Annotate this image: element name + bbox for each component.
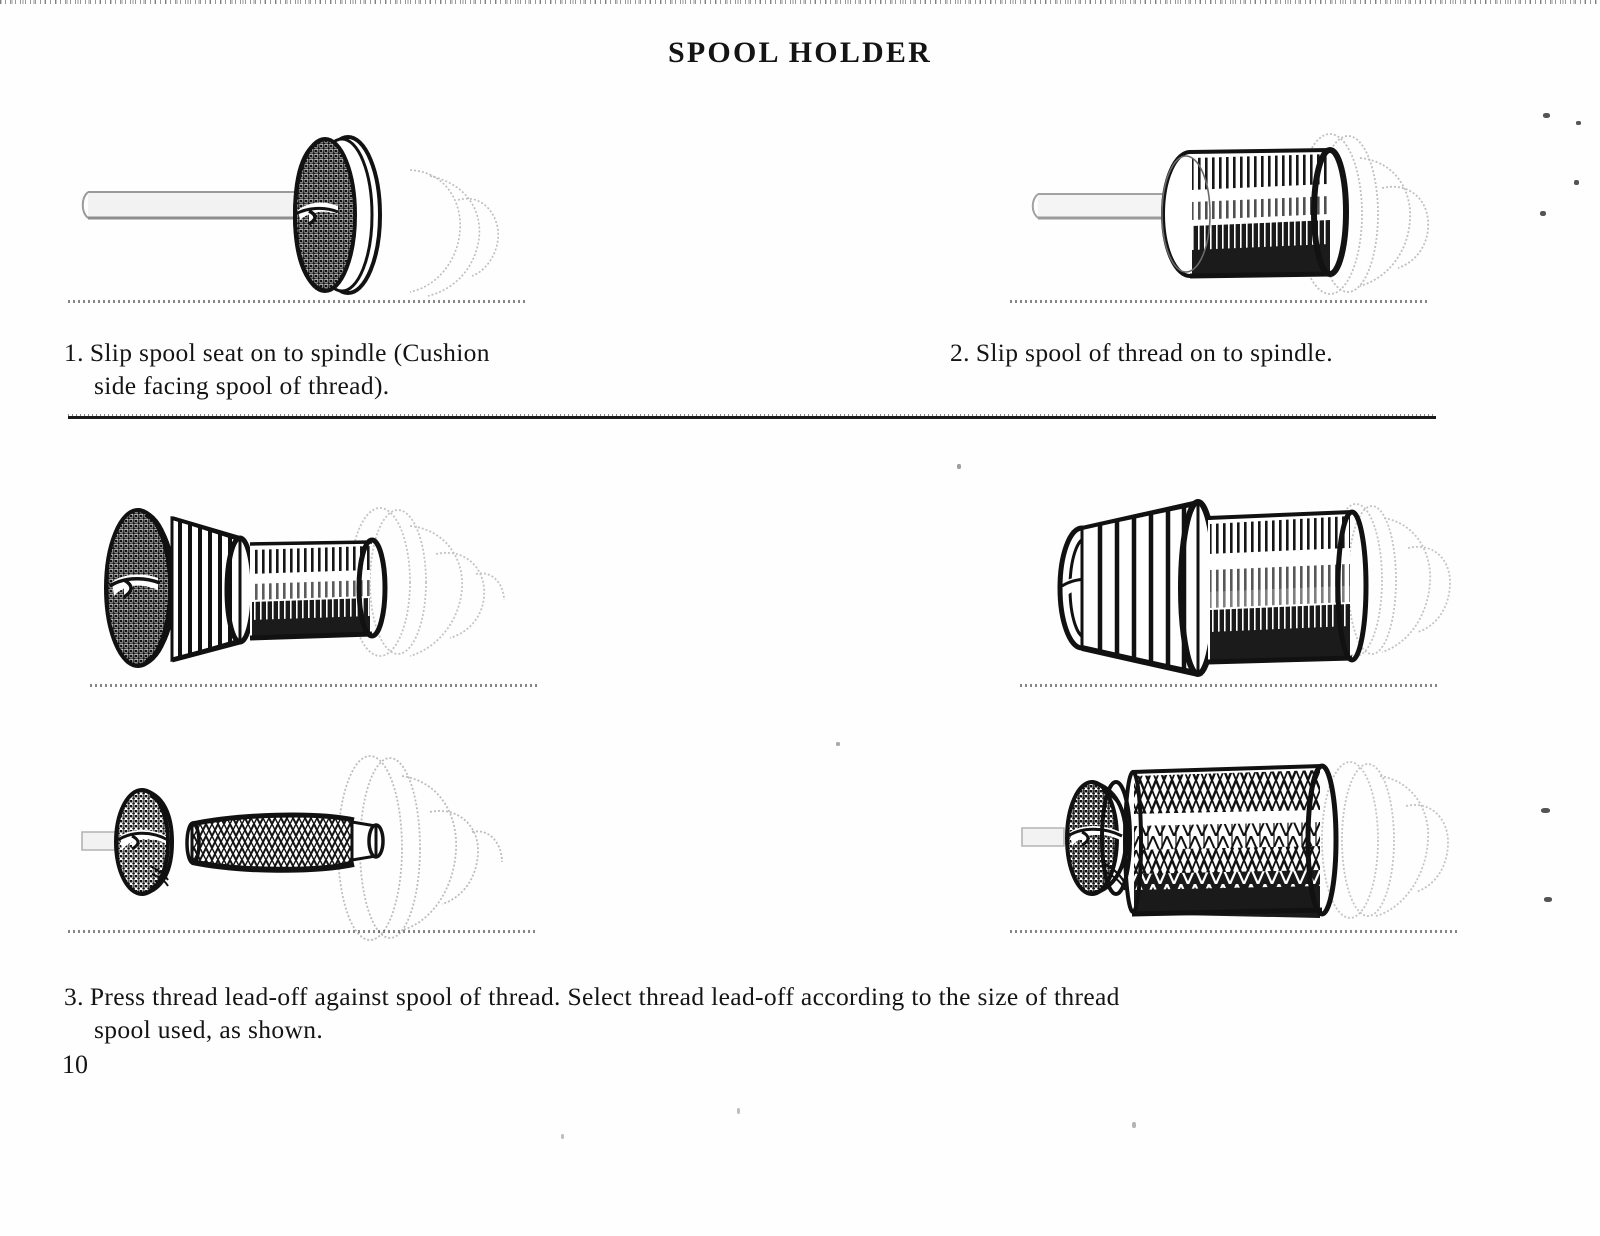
figure-large-lead-off-large-spool xyxy=(1020,470,1470,700)
page-title: SPOOL HOLDER xyxy=(668,36,932,69)
scan-noise-top xyxy=(0,0,1600,4)
figure-ground-shadow xyxy=(68,930,538,933)
step-3-line1: Press thread lead-off against spool of t… xyxy=(89,982,1120,1011)
section-divider xyxy=(68,414,1436,419)
scan-speck xyxy=(1540,211,1546,216)
figure-ground-shadow xyxy=(1020,684,1440,687)
figure-ground-shadow xyxy=(68,300,528,303)
figure-ground-shadow xyxy=(1010,930,1460,933)
figure-spool-of-thread-on-spindle xyxy=(1030,110,1450,320)
figure-large-lead-off-small-spool xyxy=(80,470,530,700)
scan-speck xyxy=(1574,180,1579,185)
scan-speck xyxy=(836,742,840,746)
figure-small-lead-off-large-spool xyxy=(1020,740,1470,950)
step-1-number: 1. xyxy=(64,338,84,367)
scan-speck xyxy=(1541,808,1550,813)
step-1-line1: Slip spool seat on to spindle (Cushion xyxy=(89,338,490,367)
scan-speck xyxy=(957,464,961,469)
step-2-line1: Slip spool of thread on to spindle. xyxy=(975,338,1334,367)
step-2-number: 2. xyxy=(950,338,970,367)
step-1-caption: 1.Slip spool seat on to spindle (Cushion… xyxy=(64,336,684,402)
scan-speck xyxy=(561,1134,564,1139)
step-3-caption: 3.Press thread lead-off against spool of… xyxy=(64,980,1464,1046)
scan-speck xyxy=(1544,897,1552,902)
step-2-caption: 2.Slip spool of thread on to spindle. xyxy=(950,336,1510,369)
figure-ground-shadow xyxy=(1010,300,1430,303)
scan-speck xyxy=(737,1108,740,1114)
scan-speck xyxy=(1132,1122,1136,1128)
figure-small-lead-off-thin-spool xyxy=(80,740,530,950)
page-number: 10 xyxy=(62,1050,88,1079)
scan-speck xyxy=(1543,113,1550,118)
step-3-number: 3. xyxy=(64,982,84,1011)
step-3-line2: spool used, as shown. xyxy=(94,1015,324,1044)
step-1-line2: side facing spool of thread). xyxy=(94,371,390,400)
figure-spool-seat-on-spindle xyxy=(80,110,520,320)
figure-ground-shadow xyxy=(90,684,540,687)
scan-speck xyxy=(1576,121,1581,125)
